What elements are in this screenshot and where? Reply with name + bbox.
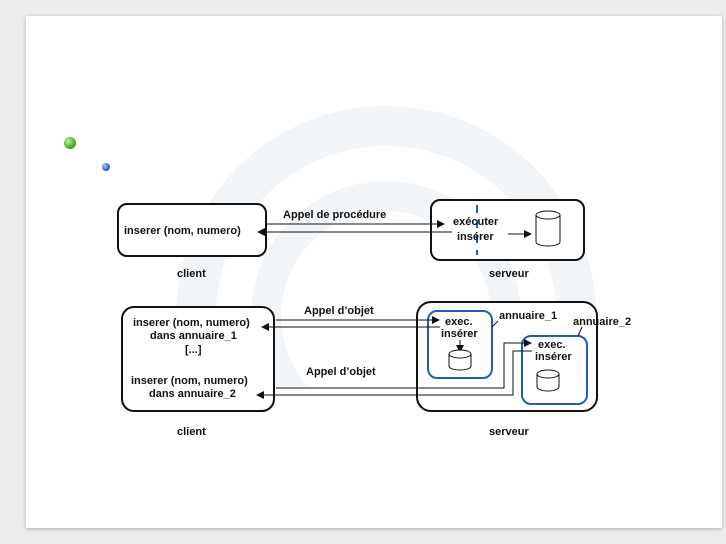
annuaire-2-insert: insérer — [535, 351, 572, 363]
annuaire-1-insert: insérer — [441, 328, 478, 340]
obj-server-caption: serveur — [489, 426, 529, 438]
obj-client-line2: dans annuaire_1 — [150, 330, 237, 342]
obj-client-line3: [...] — [185, 344, 202, 356]
annuaire-1-label: annuaire_1 — [499, 310, 557, 322]
obj-client-line5: dans annuaire_2 — [149, 388, 236, 400]
rpc-server-caption: serveur — [489, 268, 529, 280]
rpc-server-box — [431, 200, 584, 260]
rpc-database-icon — [536, 211, 560, 246]
obj-client-caption: client — [177, 426, 206, 438]
annuaire-2-database-icon — [537, 370, 559, 391]
rpc-client-call: inserer (nom, numero) — [124, 225, 241, 237]
obj1-arrow-label: Appel d’objet — [304, 305, 374, 317]
obj-client-line1: inserer (nom, numero) — [133, 317, 250, 329]
annuaire-2-exec: exec. — [538, 339, 566, 351]
rpc-server-insert: insérer — [457, 231, 494, 243]
rpc-client-caption: client — [177, 268, 206, 280]
obj2-arrow-label: Appel d’objet — [306, 366, 376, 378]
annuaire-2-label: annuaire_2 — [573, 316, 631, 328]
obj-client-line4: inserer (nom, numero) — [131, 375, 248, 387]
rpc-arrow-label: Appel de procédure — [283, 209, 386, 221]
annuaire-1-exec: exec. — [445, 316, 473, 328]
rpc-server-execute: exécuter — [453, 216, 499, 228]
annuaire-1-database-icon — [449, 350, 471, 370]
